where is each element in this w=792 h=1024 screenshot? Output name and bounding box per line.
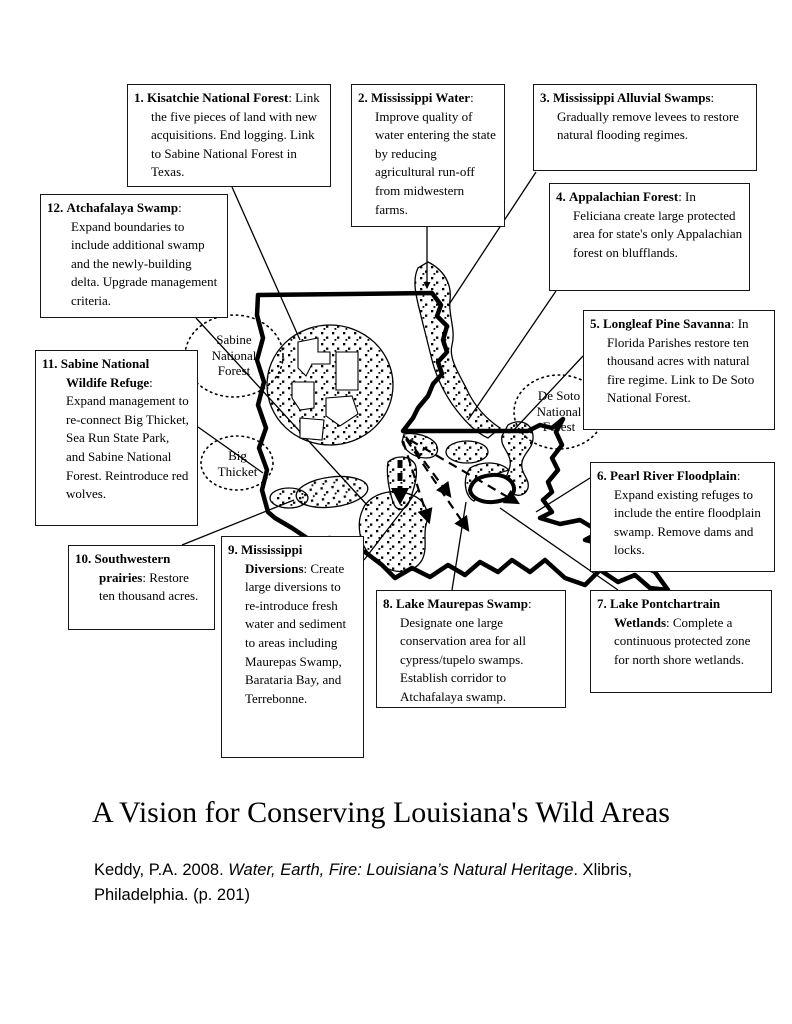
callout-number: 10. <box>75 551 92 566</box>
callout-body: : Create large diversions to re-introduc… <box>245 560 347 706</box>
callout-title: Mississippi Alluvial Swamps <box>553 90 711 105</box>
callout-box-diversions: 9. Mississippi Diversions: Create large … <box>221 536 364 758</box>
region-mississippi-alluvial <box>414 261 502 439</box>
callout-number: 11. <box>42 356 58 371</box>
leader-10 <box>181 499 295 546</box>
callout-number: 4. <box>556 189 566 204</box>
figure-title: A Vision for Conserving Louisiana's Wild… <box>92 796 670 829</box>
label-line: Sabine <box>216 332 252 347</box>
label-line: National <box>536 403 582 419</box>
callout-box-appalachian-forest: 4. Appalachian Forest: In Feliciana crea… <box>549 183 750 291</box>
de-soto-nf-label: De Soto National Forest <box>519 388 599 435</box>
callout-title: Mississippi Diversions <box>241 542 304 576</box>
big-thicket-label: Big Thicket <box>205 448 270 479</box>
callout-number: 12. <box>47 200 64 215</box>
callout-number: 6. <box>597 468 607 483</box>
region-kisatchie <box>266 324 394 446</box>
diversion-arrows <box>391 436 520 532</box>
citation-pre: Keddy, P.A. 2008. <box>94 861 229 879</box>
label-line: Forest <box>217 363 251 378</box>
region-pearl-river <box>501 421 534 496</box>
callout-title: Lake Pontchartrain Wetlands <box>610 596 721 630</box>
citation-post: . Xlibris, Philadelphia. (p. 201) <box>94 861 633 904</box>
callout-number: 8. <box>383 596 393 611</box>
callout-box-alluvial-swamps: 3. Mississippi Alluvial Swamps: Graduall… <box>533 84 757 171</box>
callout-box-sabine-refuge: 11. Sabine National Wildife Refuge: Expa… <box>35 350 198 526</box>
leader-11 <box>197 426 264 474</box>
leader-6 <box>535 477 591 513</box>
callout-box-pontchartrain: 7. Lake Pontchartrain Wetlands: Complete… <box>590 590 772 693</box>
callout-number: 9. <box>228 542 238 557</box>
callout-title: Longleaf Pine Savanna <box>603 316 731 331</box>
callout-title: Appalachian Forest <box>569 189 679 204</box>
leader-7 <box>499 507 619 591</box>
leader-lines <box>181 171 619 591</box>
callout-title: Kisatchie National Forest <box>147 90 289 105</box>
callout-body: : Expand existing refuges to include the… <box>614 468 761 558</box>
kisatchie-land-pieces <box>291 337 359 441</box>
callout-number: 2. <box>358 90 368 105</box>
callout-number: 1. <box>134 90 144 105</box>
citation: Keddy, P.A. 2008. Water, Earth, Fire: Lo… <box>94 858 722 908</box>
callout-body: : Link the five pieces of land with new … <box>151 90 320 180</box>
callout-title: Sabine National Wildife Refuge <box>60 356 150 390</box>
sabine-nf-label: Sabine National Forest <box>196 332 272 379</box>
leader-4 <box>467 290 557 421</box>
callout-box-prairies: 10. Southwestern prairies: Restore ten t… <box>68 545 215 630</box>
callout-body: : Expand boundaries to include additiona… <box>71 200 218 308</box>
label-line: National <box>211 347 257 363</box>
label-line: Big <box>228 448 247 463</box>
citation-book-title: Water, Earth, Fire: Louisiana’s Natural … <box>228 861 574 879</box>
region-prairie-small <box>269 487 309 509</box>
callout-number: 7. <box>597 596 607 611</box>
callout-number: 5. <box>590 316 600 331</box>
callout-body: : Complete a continuous protected zone f… <box>614 614 751 667</box>
leader-3 <box>447 171 537 307</box>
callout-title: Atchafalaya Swamp <box>66 200 179 215</box>
callout-body: : Gradually remove levees to restore nat… <box>557 90 739 143</box>
region-prairie-large <box>295 475 369 509</box>
sabine-nf-circle <box>184 314 284 398</box>
leader-5 <box>511 355 584 433</box>
callout-body: : Improve quality of water entering the … <box>375 90 496 217</box>
callout-box-kisatchie: 1. Kisatchie National Forest: Link the f… <box>127 84 331 187</box>
region-atchafalaya <box>358 491 428 573</box>
callout-body: : Expand management to re-connect Big Th… <box>66 374 189 502</box>
callout-body: : In Florida Parishes restore ten thousa… <box>607 316 755 406</box>
callout-box-longleaf-pine: 5. Longleaf Pine Savanna: In Florida Par… <box>583 310 775 430</box>
callout-title: Lake Maurepas Swamp <box>396 596 528 611</box>
region-florida-parish-swamp <box>445 440 489 464</box>
callout-title: Pearl River Floodplain <box>610 468 737 483</box>
callout-body: : In Feliciana create large protected ar… <box>573 189 743 260</box>
callout-body: : Restore ten thousand acres. <box>99 569 199 604</box>
callout-box-maurepas: 8. Lake Maurepas Swamp: Designate one la… <box>376 590 566 708</box>
callout-title: Southwestern prairies <box>94 551 171 585</box>
callout-box-mississippi-water: 2. Mississippi Water: Improve quality of… <box>351 84 505 227</box>
leader-1 <box>231 186 301 341</box>
callout-box-atchafalaya: 12. Atchafalaya Swamp: Expand boundaries… <box>40 194 228 318</box>
stippled-regions <box>266 261 534 573</box>
label-line: Forest <box>542 419 576 434</box>
callout-number: 3. <box>540 90 550 105</box>
label-line: Thicket <box>217 463 258 479</box>
label-line: De Soto <box>537 388 581 403</box>
callout-body: : Designate one large conservation area … <box>400 596 532 704</box>
callout-box-pearl-river: 6. Pearl River Floodplain: Expand existi… <box>590 462 775 572</box>
callout-title: Mississippi Water <box>371 90 471 105</box>
big-thicket-circle <box>200 435 274 491</box>
